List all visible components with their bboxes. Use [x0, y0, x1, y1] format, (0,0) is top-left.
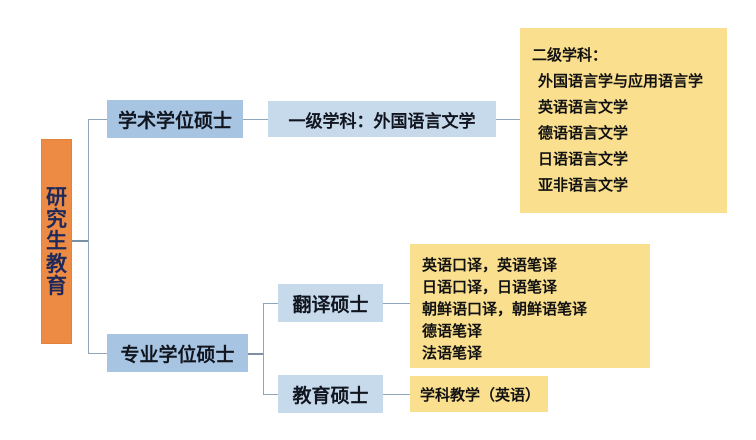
node-academic-degree-master-label: 学术学位硕士	[117, 109, 232, 132]
list-item: 法语笔译	[422, 344, 483, 362]
node-translation-master-label: 翻译硕士	[292, 293, 369, 316]
node-first-level-discipline-label: 一级学科：外国语言文学	[288, 111, 476, 132]
node-professional-degree-master[interactable]: 专业学位硕士	[107, 334, 248, 372]
node-academic-degree-master[interactable]: 学术学位硕士	[107, 100, 243, 138]
node-translation-master[interactable]: 翻译硕士	[278, 284, 383, 322]
box-second-level-disciplines: 二级学科： 外国语言学与应用语言学 英语语言文学 德语语言文学 日语语言文学 亚…	[520, 28, 727, 213]
list-item: 外国语言学与应用语言学	[538, 72, 704, 90]
connector-to-professional	[88, 353, 108, 354]
list-item: 英语语言文学	[538, 98, 629, 116]
node-education-master[interactable]: 教育硕士	[278, 375, 383, 413]
connector-first-discipline-to-second	[496, 119, 521, 120]
connector-to-academic	[88, 119, 108, 120]
node-professional-degree-master-label: 专业学位硕士	[120, 343, 235, 366]
connector-root-stem	[72, 240, 89, 242]
connector-academic-to-first-discipline	[243, 119, 269, 120]
second-level-disciplines-header: 二级学科：	[532, 46, 608, 64]
list-item: 德语语言文学	[538, 124, 629, 142]
connector-education-to-major	[383, 394, 411, 395]
list-item: 德语笔译	[422, 322, 483, 340]
connector-professional-stem	[248, 353, 263, 355]
list-item: 朝鲜语口译，朝鲜语笔译	[422, 300, 588, 318]
list-item: 亚非语言文学	[538, 176, 629, 194]
list-item: 日语语言文学	[538, 150, 629, 168]
root-node-graduate-education[interactable]: 研 究 生 教 育	[41, 139, 72, 344]
connector-root-vertical	[88, 119, 89, 353]
list-item: 日语口译，日语笔译	[422, 278, 558, 296]
root-node-label: 研 究 生 教 育	[46, 184, 67, 298]
box-translation-majors: 英语口译，英语笔译 日语口译，日语笔译 朝鲜语口译，朝鲜语笔译 德语笔译 法语笔…	[410, 244, 650, 368]
education-major-label: 学科教学（英语）	[420, 385, 541, 404]
node-first-level-discipline[interactable]: 一级学科：外国语言文学	[268, 101, 496, 137]
node-education-master-label: 教育硕士	[292, 384, 369, 407]
connector-translation-to-majors	[383, 303, 411, 304]
list-item: 英语口译，英语笔译	[422, 256, 558, 274]
connector-professional-vertical	[263, 303, 264, 394]
connector-to-translation	[263, 303, 279, 304]
box-education-major: 学科教学（英语）	[410, 376, 548, 412]
connector-to-education-master	[263, 394, 279, 395]
